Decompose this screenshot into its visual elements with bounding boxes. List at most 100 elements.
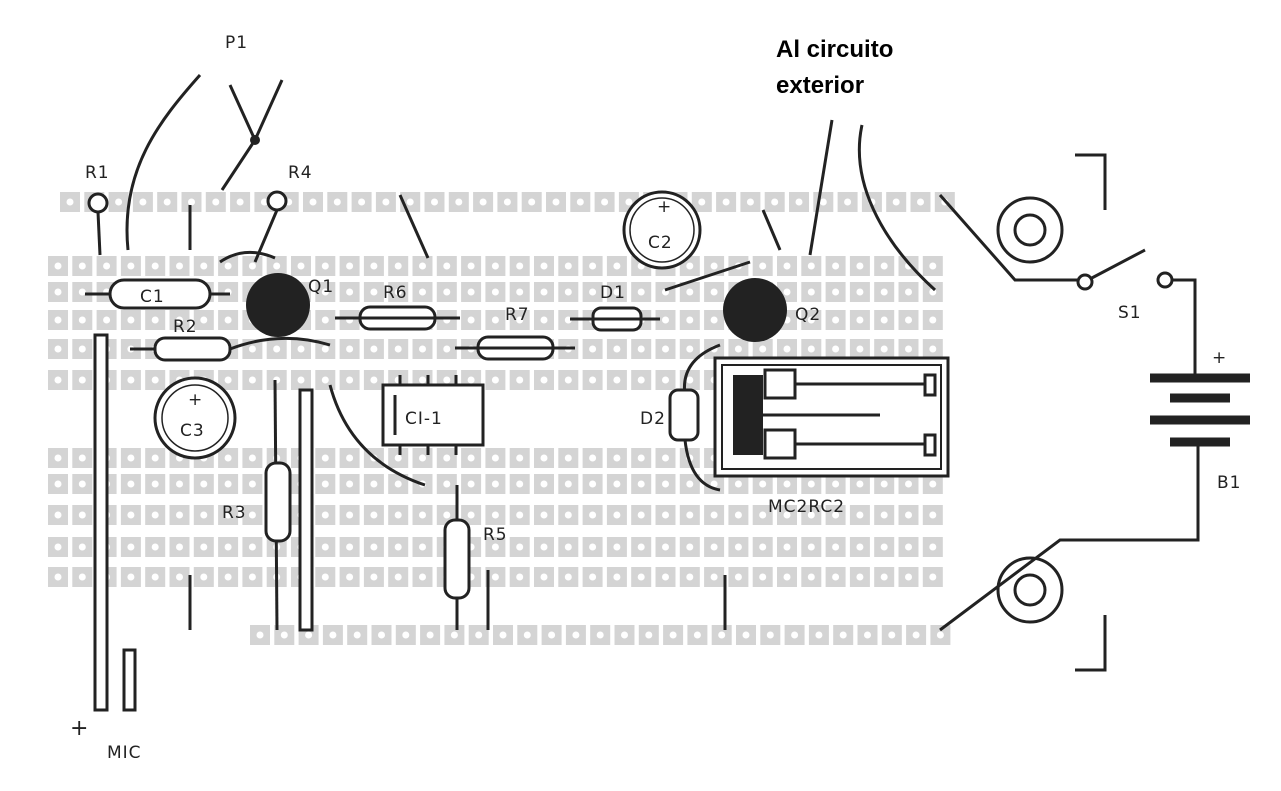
pad-hole [905, 345, 912, 353]
pad-hole [78, 480, 86, 488]
label-c2: C2 [648, 233, 673, 253]
pad-hole [686, 480, 694, 488]
pad-hole [224, 480, 232, 488]
pad-hole [394, 288, 402, 296]
pad-hole [686, 316, 694, 324]
pad-hole [151, 543, 159, 551]
pad-hole [305, 631, 313, 639]
pad-hole [248, 454, 256, 462]
pad-hole [686, 573, 694, 581]
wire-p1-left [125, 74, 202, 251]
pad-hole [734, 511, 742, 519]
pad-hole [613, 480, 621, 488]
pad-hole [54, 573, 62, 581]
pad-hole [613, 511, 621, 519]
pad-hole [103, 262, 111, 270]
pad-hole [491, 288, 499, 296]
pad-hole [662, 543, 669, 551]
pad-hole [370, 511, 378, 519]
pad-hole [746, 198, 754, 206]
pad-hole [419, 288, 426, 296]
pad-hole [370, 480, 378, 488]
pad-hole [394, 454, 402, 462]
pad-hole [353, 631, 361, 639]
pad-hole [625, 198, 633, 206]
pad-hole [832, 345, 840, 353]
pad-hole [710, 511, 718, 519]
pad-hole [491, 376, 499, 384]
pad-hole [394, 480, 402, 488]
pad-hole [236, 198, 244, 206]
pad-hole [589, 376, 597, 384]
pad-hole [832, 543, 840, 551]
pad-hole [516, 573, 524, 581]
pad-hole [564, 573, 572, 581]
pad-hole [200, 573, 208, 581]
pad-hole [917, 198, 924, 206]
pad-hole [819, 198, 827, 206]
pad-hole [589, 345, 597, 353]
pad-hole [662, 573, 669, 581]
pad-hole [832, 480, 840, 488]
pad-hole [378, 631, 385, 639]
mic-wire [122, 648, 137, 712]
pad-hole [503, 198, 511, 206]
pad-hole [783, 480, 791, 488]
pad-hole [426, 631, 434, 639]
pad-hole [54, 480, 62, 488]
pad-hole [394, 543, 402, 551]
pad-hole [297, 345, 305, 353]
pad-hole [516, 376, 524, 384]
pad-hole [589, 288, 597, 296]
pad-hole [783, 543, 791, 551]
pad-hole [540, 262, 548, 270]
pad-hole [176, 543, 183, 551]
pad-hole [443, 345, 451, 353]
pad-hole [394, 262, 402, 270]
pad-hole [662, 480, 669, 488]
pad-hole [127, 376, 135, 384]
pad-hole [516, 288, 524, 296]
pad-hole [370, 376, 378, 384]
pad-hole [905, 480, 912, 488]
pad-hole [589, 543, 597, 551]
pad-hole [936, 631, 944, 639]
pad-hole [333, 198, 341, 206]
label-r6: R6 [383, 283, 408, 303]
pad-hole [905, 511, 912, 519]
pad-hole [807, 345, 815, 353]
pad-hole [637, 543, 645, 551]
pad-hole [613, 454, 621, 462]
pad-hole [589, 262, 597, 270]
pad-hole [467, 288, 475, 296]
pad-hole [540, 454, 548, 462]
pad-hole [613, 288, 621, 296]
pad-hole [370, 543, 378, 551]
pad-hole [905, 288, 912, 296]
pad-hole [645, 631, 653, 639]
pad-hole [467, 262, 475, 270]
pad-hole [309, 198, 317, 206]
pad-hole [78, 543, 86, 551]
pad-hole [419, 454, 426, 462]
pad-hole [127, 511, 135, 519]
pad-hole [139, 198, 147, 206]
pad-hole [419, 376, 426, 384]
pad-hole [394, 511, 402, 519]
pad-hole [358, 198, 366, 206]
pad-hole [710, 543, 718, 551]
pad-hole [54, 345, 62, 353]
pad-hole [710, 262, 718, 270]
pad-hole [540, 288, 548, 296]
pad-hole [224, 376, 232, 384]
pad-hole [613, 543, 621, 551]
pad-hole [552, 198, 560, 206]
pad-hole [78, 262, 86, 270]
pad-hole [467, 454, 475, 462]
pad-hole [572, 631, 580, 639]
transistor-q1 [246, 273, 310, 337]
pad-hole [321, 573, 329, 581]
pad-hole [540, 511, 548, 519]
pad-hole [78, 316, 86, 324]
pad-hole [839, 631, 847, 639]
